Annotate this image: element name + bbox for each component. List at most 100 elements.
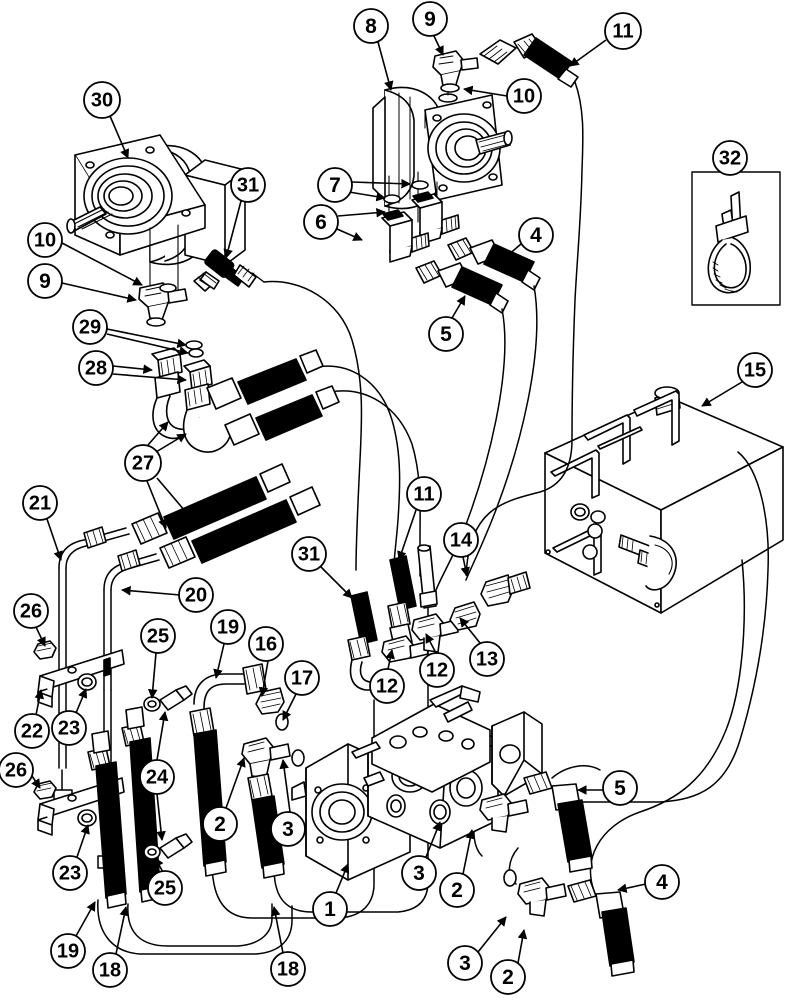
callout-19[interactable]: 19 <box>210 609 246 645</box>
callout-number: 13 <box>476 649 498 671</box>
callout-13[interactable]: 13 <box>469 641 505 677</box>
callout-9[interactable]: 9 <box>27 263 63 299</box>
callout-number: 10 <box>513 86 535 108</box>
hose-31-upper <box>193 249 265 292</box>
callout-24[interactable]: 24 <box>139 759 175 795</box>
callout-30[interactable]: 30 <box>83 81 121 119</box>
callout-number: 10 <box>34 230 56 252</box>
callout-2[interactable]: 2 <box>202 806 238 842</box>
callout-number: 4 <box>656 871 668 894</box>
callout-number: 3 <box>459 952 471 975</box>
callout-18[interactable]: 18 <box>92 952 128 988</box>
callout-25[interactable]: 25 <box>147 870 183 906</box>
callout-18[interactable]: 18 <box>270 951 306 987</box>
callout-5[interactable]: 5 <box>602 770 638 806</box>
callout-circle <box>291 536 327 572</box>
callout-14[interactable]: 14 <box>443 522 479 558</box>
callout-circle <box>230 167 266 203</box>
callout-7[interactable]: 7 <box>317 167 353 203</box>
callout-number: 15 <box>744 360 766 382</box>
callout-number: 18 <box>277 959 299 981</box>
callout-number: 32 <box>719 148 741 170</box>
callout-8[interactable]: 8 <box>353 8 389 44</box>
callout-circle <box>401 855 437 891</box>
callout-25[interactable]: 25 <box>140 618 176 654</box>
callout-circle <box>644 864 680 900</box>
callout-circle <box>312 891 348 927</box>
callout-number: 26 <box>20 601 42 623</box>
callout-32[interactable]: 32 <box>712 140 748 176</box>
callout-number: 12 <box>426 660 448 682</box>
callout-number: 29 <box>79 317 101 339</box>
callout-circle <box>412 1 448 37</box>
callout-circle <box>604 12 642 50</box>
callout-circle <box>14 713 50 749</box>
callout-31[interactable]: 31 <box>230 167 266 203</box>
callout-circle <box>602 770 638 806</box>
oring-7-b <box>383 194 401 204</box>
tee-fitting-6-b <box>381 209 430 263</box>
callout-28[interactable]: 28 <box>78 350 114 386</box>
oring-10-top <box>440 83 460 93</box>
callout-4[interactable]: 4 <box>644 864 680 900</box>
callout-number: 28 <box>85 358 107 380</box>
callout-number: 25 <box>154 878 176 900</box>
callout-3[interactable]: 3 <box>270 811 306 847</box>
callout-19[interactable]: 19 <box>50 933 86 969</box>
callout-circle <box>469 641 505 677</box>
callout-23[interactable]: 23 <box>51 710 87 746</box>
callout-12[interactable]: 12 <box>369 668 405 704</box>
bolt-24-upper <box>159 685 193 711</box>
callout-number: 18 <box>99 960 121 982</box>
callout-20[interactable]: 20 <box>178 577 214 613</box>
hose-11-middle <box>387 555 417 647</box>
callout-number: 2 <box>502 966 514 989</box>
pin-fitting <box>417 544 438 609</box>
callout-circle <box>139 759 175 795</box>
callout-9[interactable]: 9 <box>412 1 448 37</box>
hose-19-left <box>87 730 127 909</box>
callout-26[interactable]: 26 <box>0 752 34 788</box>
callout-17[interactable]: 17 <box>284 660 320 696</box>
callout-21[interactable]: 21 <box>22 485 58 521</box>
callout-29[interactable]: 29 <box>72 309 108 345</box>
hydraulic-motor-right-body <box>372 69 513 223</box>
hose-27-assembly <box>131 349 340 569</box>
callout-31[interactable]: 31 <box>291 536 327 572</box>
callout-number: 24 <box>146 767 169 789</box>
callout-6[interactable]: 6 <box>303 204 339 240</box>
callout-3[interactable]: 3 <box>447 945 483 981</box>
callout-23[interactable]: 23 <box>52 855 88 891</box>
callout-circle <box>124 444 162 482</box>
callout-12[interactable]: 12 <box>419 652 455 688</box>
callout-2[interactable]: 2 <box>439 872 475 908</box>
callout-11[interactable]: 11 <box>406 476 442 512</box>
callout-circle <box>147 870 183 906</box>
callout-circle <box>284 660 320 696</box>
callout-22[interactable]: 22 <box>14 713 50 749</box>
callout-16[interactable]: 16 <box>248 626 284 662</box>
callout-3[interactable]: 3 <box>401 855 437 891</box>
callout-4[interactable]: 4 <box>518 217 554 253</box>
callout-10[interactable]: 10 <box>506 78 542 114</box>
callout-27[interactable]: 27 <box>124 444 162 482</box>
callout-11[interactable]: 11 <box>604 12 642 50</box>
callout-number: 5 <box>440 323 452 346</box>
oring-17 <box>275 713 289 731</box>
callout-26[interactable]: 26 <box>13 593 49 629</box>
callout-circle <box>52 855 88 891</box>
elbow-2-bottom <box>517 877 567 917</box>
callout-2[interactable]: 2 <box>490 959 526 995</box>
washer-25-lower <box>143 844 161 860</box>
callout-1[interactable]: 1 <box>312 891 348 927</box>
hose-4-lower <box>567 879 635 977</box>
callout-number: 31 <box>298 544 320 566</box>
callout-5[interactable]: 5 <box>428 316 464 352</box>
callout-15[interactable]: 15 <box>737 352 773 388</box>
callout-number: 2 <box>451 879 463 902</box>
callout-circle <box>27 263 63 299</box>
callout-10[interactable]: 10 <box>27 222 63 258</box>
